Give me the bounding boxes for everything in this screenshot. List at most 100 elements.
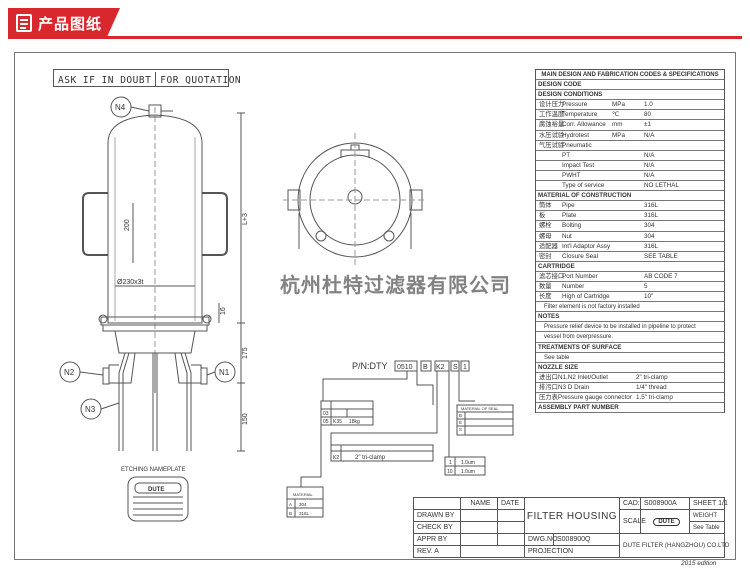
- spec-title: MAIN DESIGN AND FABRICATION CODES & SPEC…: [536, 70, 724, 81]
- spec-item-name: Corr. Allowance: [562, 121, 606, 129]
- spec-item-name: Bolting: [562, 222, 582, 230]
- pn-box-2: [420, 360, 432, 372]
- spec-unit: mm: [612, 121, 623, 129]
- material-a: A: [289, 502, 292, 507]
- spec-row: 密封 Closure Seal SEE TABLE: [536, 252, 724, 262]
- dim-150-label: 150: [242, 413, 249, 425]
- spec-cn-label: 密封: [539, 252, 552, 260]
- pn-label: P/N:DTY: [352, 361, 388, 371]
- spec-unit: ℃: [612, 111, 620, 119]
- spec-unit: MPa: [612, 101, 625, 109]
- spec-cn-label: 压力表: [539, 394, 558, 401]
- spec-row: PT N/A: [536, 151, 724, 161]
- spec-section-header: MATERIAL OF CONSTRUCTION: [536, 191, 724, 202]
- ask-note-right: FOR QUOTATION: [160, 75, 242, 86]
- pn-box-4: [450, 360, 460, 372]
- engineering-drawing: N4 N2 N1 N3 Ø230x3t 200 L+3 16 175 150 P…: [59, 96, 514, 522]
- spec-item-name: Port Number: [562, 272, 598, 280]
- spec-note: See table: [544, 354, 570, 361]
- material-b: B: [289, 511, 292, 516]
- spec-cn-label: 气压试验: [539, 141, 565, 149]
- stripe-r1c1: 1: [449, 460, 452, 466]
- spec-item-name: High of Cartridge: [562, 293, 610, 301]
- leg-right: [184, 352, 192, 451]
- dim-l3-label: L+3: [242, 213, 249, 225]
- spec-item-name: Closure Seal: [562, 252, 599, 260]
- spec-value: SEE TABLE: [644, 252, 678, 260]
- tb-rev: REV. A: [413, 545, 461, 558]
- inlet-pipe: [108, 352, 136, 384]
- dim-body-diameter: Ø230x3t: [117, 279, 144, 286]
- spec-section-header: DESIGN CONDITIONS: [536, 90, 724, 101]
- spec-cn-label: 滤芯接口: [539, 272, 565, 280]
- nameplate-caption: ETCHING NAMEPLATE: [121, 467, 186, 473]
- spec-value: 10": [644, 293, 654, 301]
- spec-section-header: NOTES: [536, 312, 724, 323]
- spec-item-name: N3 D Drain: [558, 383, 590, 391]
- spec-value: 304: [644, 222, 655, 230]
- spec-item-name: PT: [562, 151, 571, 159]
- spec-item-name: Plate: [562, 212, 577, 220]
- material-b-val: 316L: [299, 511, 310, 516]
- spec-section-header: TREATMENTS OF SURFACE: [536, 343, 724, 353]
- dim-body-height: 200: [124, 219, 131, 231]
- handle-right: [202, 192, 228, 256]
- spec-value: NO LETHAL: [644, 182, 679, 190]
- code-row-2: 05: [323, 419, 329, 425]
- pn-code-4: S: [453, 364, 458, 371]
- spec-cn-label: 螺母: [539, 232, 552, 240]
- seal-table: [456, 404, 514, 436]
- spec-value: AB CODE 7: [644, 272, 678, 280]
- label-n2: N2: [64, 368, 75, 377]
- spec-cn-label: 筒体: [539, 202, 552, 210]
- pn-code-2: B: [423, 364, 428, 371]
- spec-item-name: Pneumatic: [562, 141, 592, 149]
- code-row-2-value: K35: [333, 419, 342, 425]
- spec-row: vessel from overpressure.: [536, 332, 724, 343]
- spec-cn-label: 适配器: [539, 242, 558, 250]
- spec-value: 80: [644, 111, 652, 119]
- spec-item-name: Number: [562, 282, 585, 290]
- spec-row: Filter element is not factory installed: [536, 302, 724, 313]
- spec-value: 2" tri-clamp: [636, 373, 668, 381]
- spec-cn-label: 设计压力: [539, 101, 565, 109]
- spec-value: ±1: [644, 121, 651, 129]
- spec-item-name: Temperature: [562, 111, 598, 119]
- spec-item-name: Pressure: [562, 101, 588, 109]
- flange-lower: [102, 324, 208, 332]
- spec-cn-label: 工作温度: [539, 111, 565, 119]
- spec-cn-label: 水压试验: [539, 131, 565, 139]
- code-row-1: 03: [323, 411, 329, 417]
- pn-box-3: [434, 360, 450, 372]
- nameplate-brand: DUTE: [148, 487, 164, 493]
- pn-box-1: [394, 360, 418, 372]
- spec-cn-label: 腐蚀裕量: [539, 121, 565, 129]
- spec-cn-label: 板: [539, 212, 546, 220]
- spec-note: vessel from overpressure.: [544, 334, 614, 341]
- vessel-body: [107, 114, 203, 324]
- spec-value: 1/4" thread: [636, 383, 667, 391]
- spec-value: 304: [644, 232, 655, 240]
- spec-value: N/A: [644, 151, 655, 159]
- section-header: 产品图纸: [8, 8, 742, 40]
- material-table: [286, 486, 324, 518]
- seal-b: B: [459, 413, 462, 418]
- company-watermark: 杭州杜特过滤器有限公司: [280, 273, 511, 297]
- spec-cn-label: 数量: [539, 282, 552, 290]
- spec-item-name: Pipe: [562, 202, 575, 210]
- tb-logo: DUTE: [653, 518, 680, 526]
- outlet-pipe: [174, 352, 202, 384]
- pn-box-5: [460, 360, 470, 372]
- leg-left: [118, 352, 126, 451]
